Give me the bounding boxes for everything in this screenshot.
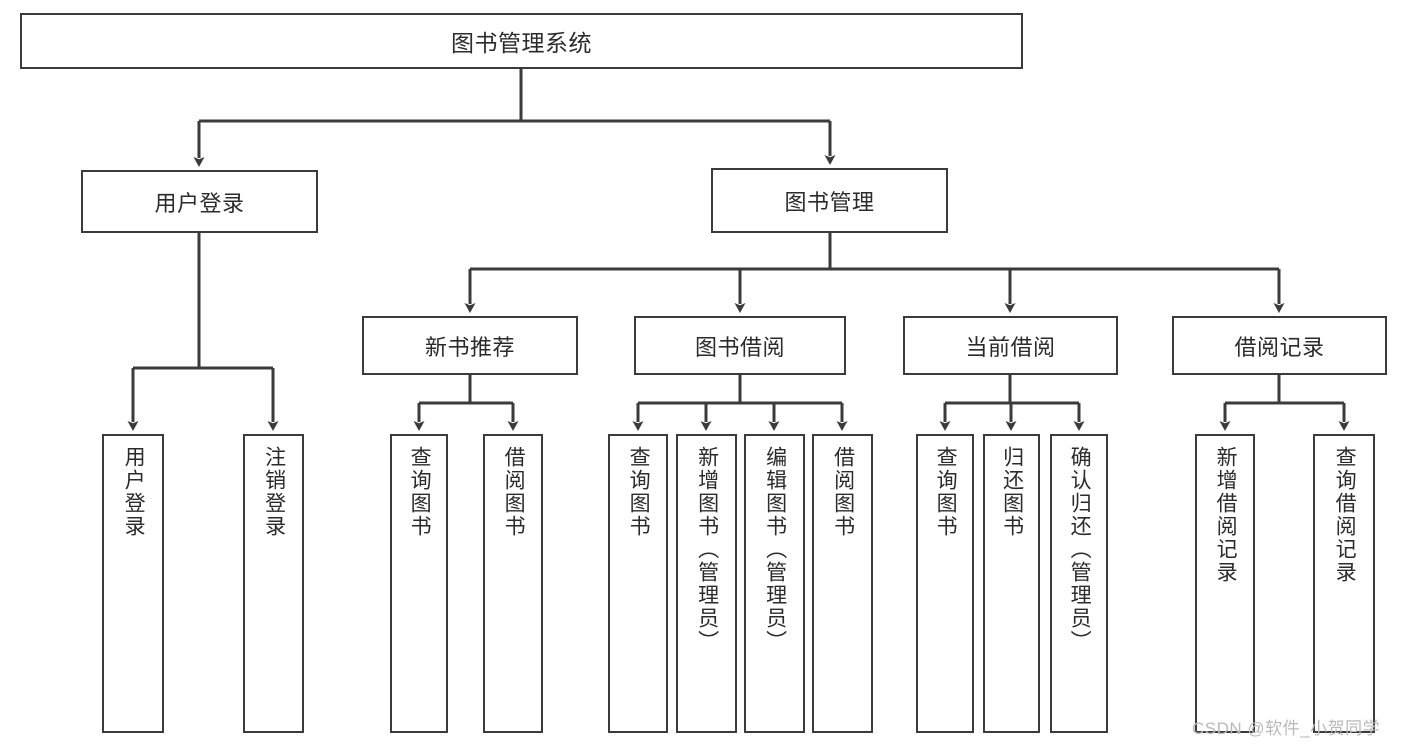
leaf-add-borrow-record[interactable]: 新增借阅记录	[1195, 434, 1255, 733]
node-label: 借阅图书	[502, 446, 526, 538]
node-book-borrow[interactable]: 图书借阅	[634, 316, 846, 375]
node-label: 图书借阅	[694, 334, 785, 360]
node-new-book-recommend[interactable]: 新书推荐	[362, 316, 578, 375]
watermark: CSDN @软件_小贺同学	[1192, 719, 1381, 738]
node-label: 新增图书（管理员）	[695, 446, 719, 653]
node-label: 查询借阅记录	[1333, 446, 1357, 584]
leaf-borrow-book-newbook[interactable]: 借阅图书	[483, 434, 543, 733]
node-label: 用户登录	[122, 446, 146, 538]
node-label: 编辑图书（管理员）	[763, 446, 787, 653]
node-label: 新书推荐	[424, 334, 515, 360]
node-label: 查询图书	[408, 446, 432, 538]
leaf-confirm-return-admin[interactable]: 确认归还（管理员）	[1050, 434, 1108, 733]
leaf-add-book-admin[interactable]: 新增图书（管理员）	[676, 434, 737, 733]
node-label: 查询图书	[627, 446, 651, 538]
node-label: 图书管理系统	[451, 30, 592, 56]
leaf-logout-login[interactable]: 注销登录	[243, 434, 304, 733]
leaf-user-login[interactable]: 用户登录	[102, 434, 164, 733]
leaf-query-book-newbook[interactable]: 查询图书	[390, 434, 448, 733]
node-user-login[interactable]: 用户登录	[81, 170, 318, 233]
node-label: 新增借阅记录	[1214, 446, 1238, 584]
node-borrow-record[interactable]: 借阅记录	[1172, 316, 1387, 375]
leaf-return-book[interactable]: 归还图书	[983, 434, 1040, 733]
node-label: 图书管理	[784, 189, 875, 215]
node-root-system[interactable]: 图书管理系统	[20, 13, 1023, 69]
leaf-edit-book-admin[interactable]: 编辑图书（管理员）	[744, 434, 805, 733]
node-label: 借阅图书	[831, 446, 855, 538]
leaf-borrow-book[interactable]: 借阅图书	[812, 434, 873, 733]
node-current-borrow[interactable]: 当前借阅	[903, 316, 1118, 375]
node-label: 注销登录	[262, 446, 286, 538]
leaf-query-borrow-record[interactable]: 查询借阅记录	[1313, 434, 1375, 733]
node-label: 查询图书	[934, 446, 958, 538]
node-label: 借阅记录	[1234, 334, 1325, 360]
node-label: 当前借阅	[965, 334, 1056, 360]
node-label: 用户登录	[154, 190, 245, 216]
leaf-query-book-current[interactable]: 查询图书	[916, 434, 974, 733]
node-label: 确认归还（管理员）	[1068, 446, 1092, 653]
node-book-management[interactable]: 图书管理	[711, 168, 948, 233]
leaf-query-book-borrow[interactable]: 查询图书	[608, 434, 668, 733]
node-label: 归还图书	[1000, 446, 1024, 538]
